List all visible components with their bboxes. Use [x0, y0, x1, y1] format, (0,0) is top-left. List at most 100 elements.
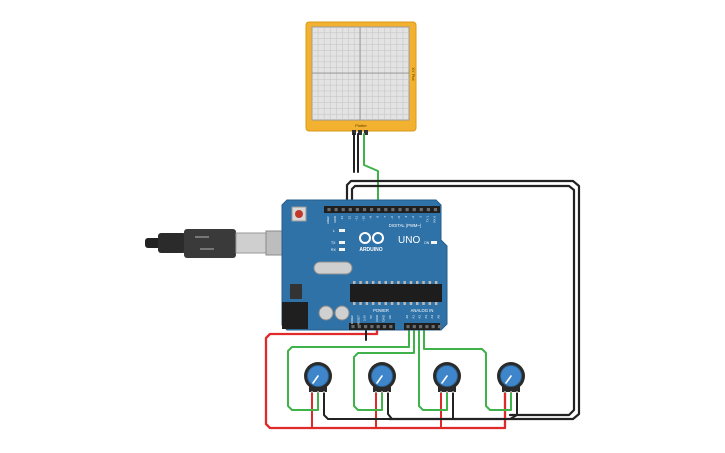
header-pin[interactable]	[377, 208, 381, 212]
chip-leg	[353, 281, 356, 284]
header-pin[interactable]	[334, 208, 338, 212]
atmega-chip	[350, 284, 442, 302]
header-pin[interactable]	[433, 208, 438, 212]
power-jack[interactable]	[282, 302, 308, 329]
plotter-pin-3[interactable]	[364, 130, 368, 135]
header-pin[interactable]	[348, 208, 352, 212]
potentiometer-2[interactable]	[368, 362, 396, 393]
led-l-label: L	[333, 229, 335, 233]
chip-leg	[422, 281, 425, 284]
knob-pointer	[441, 375, 448, 384]
wire-5v-red[interactable]	[264, 328, 507, 430]
pin-label: A1	[411, 315, 415, 319]
header-pin[interactable]	[412, 325, 416, 329]
pin-label: 2	[418, 216, 422, 218]
header-pin[interactable]	[412, 208, 416, 212]
model-text: UNO	[398, 235, 420, 246]
pin-label: 3.3V	[363, 315, 367, 321]
voltage-regulator	[290, 284, 302, 299]
chip-leg	[390, 281, 394, 284]
chip-leg	[359, 302, 362, 305]
knob-pointer	[505, 375, 512, 384]
chip-leg	[378, 302, 381, 305]
led-on	[431, 241, 437, 244]
chip-leg	[434, 281, 438, 284]
capacitor-2	[334, 305, 350, 321]
header-pin[interactable]	[364, 325, 368, 329]
header-pin[interactable]	[398, 208, 402, 212]
pin-label: A0	[405, 315, 409, 319]
pin-label: ~5	[397, 216, 401, 220]
pin-label: GND	[375, 314, 379, 322]
plotter-pin-1[interactable]	[352, 130, 356, 135]
chip-leg	[409, 281, 413, 284]
header-pin[interactable]	[376, 325, 380, 329]
potentiometers	[304, 362, 525, 393]
wire-gnd-pot3[interactable]	[452, 391, 518, 420]
header-pin[interactable]	[370, 208, 374, 212]
pin-label: A4	[430, 315, 434, 319]
header-pin[interactable]	[370, 325, 374, 329]
header-pin[interactable]	[384, 208, 388, 212]
capacitor-1	[318, 305, 334, 321]
led-rx	[339, 248, 345, 251]
chip-leg	[371, 302, 375, 305]
pin-label: GND	[382, 314, 386, 322]
header-pin[interactable]	[341, 208, 345, 212]
header-pin[interactable]	[382, 325, 387, 329]
header-pin[interactable]	[419, 208, 423, 212]
potentiometer-1[interactable]	[304, 362, 332, 393]
crystal-oscillator	[313, 261, 353, 275]
chip-leg	[409, 302, 413, 305]
pin-label: IOREF	[350, 315, 354, 324]
wire-gnd-pots[interactable]	[323, 391, 390, 420]
pin-label: Vin	[388, 315, 392, 320]
header-pin[interactable]	[391, 208, 395, 212]
pin-label: ~11	[354, 216, 358, 221]
potentiometer-3[interactable]	[433, 362, 461, 393]
xy-plotter[interactable]: Plotter XY Plot	[305, 21, 417, 135]
led-tx	[339, 241, 345, 244]
potentiometer-4[interactable]	[497, 362, 525, 393]
chip-leg	[403, 281, 406, 284]
header-pin[interactable]	[419, 325, 423, 329]
header-pin[interactable]	[425, 325, 429, 329]
chip-leg	[371, 281, 375, 284]
usb-cable[interactable]	[145, 229, 295, 258]
header-pin[interactable]	[327, 208, 331, 212]
pin-label: RESET	[356, 315, 360, 325]
knob-pointer	[312, 375, 319, 384]
pin-label: AREF	[326, 216, 330, 224]
header-pin[interactable]	[405, 208, 409, 212]
wire-a3-pot4[interactable]	[423, 329, 512, 411]
header-pin[interactable]	[355, 208, 359, 212]
pin-label: A5	[437, 315, 441, 319]
pin-label: ~10	[362, 216, 366, 221]
wire-ground-loop-outer[interactable]	[345, 179, 581, 421]
digital-header[interactable]	[324, 206, 440, 213]
header-pin[interactable]	[351, 325, 355, 329]
chip-leg	[397, 281, 400, 284]
header-pin[interactable]	[362, 208, 367, 212]
plotter-pin-2[interactable]	[358, 130, 362, 135]
header-pin[interactable]	[426, 208, 430, 212]
wire-a2-pot3[interactable]	[418, 329, 448, 411]
wire-gnd-pot2[interactable]	[387, 391, 454, 420]
pin-label: A3	[424, 315, 428, 319]
header-pin[interactable]	[357, 325, 361, 329]
wire-a1-pot2[interactable]	[353, 329, 415, 411]
chip-leg	[384, 302, 387, 305]
header-pin[interactable]	[389, 325, 393, 329]
chip-leg	[416, 281, 419, 284]
wire-a0-pot1[interactable]	[287, 329, 410, 411]
digital-label: DIGITAL (PWM~)	[389, 223, 422, 228]
wire-plotter-green[interactable]	[363, 133, 379, 208]
header-pin[interactable]	[437, 325, 442, 329]
header-pin[interactable]	[406, 325, 410, 329]
wire-ground-loop-inner[interactable]	[350, 184, 576, 417]
header-pin[interactable]	[431, 325, 435, 329]
plotter-grid	[312, 27, 409, 120]
chip-leg	[353, 302, 356, 305]
